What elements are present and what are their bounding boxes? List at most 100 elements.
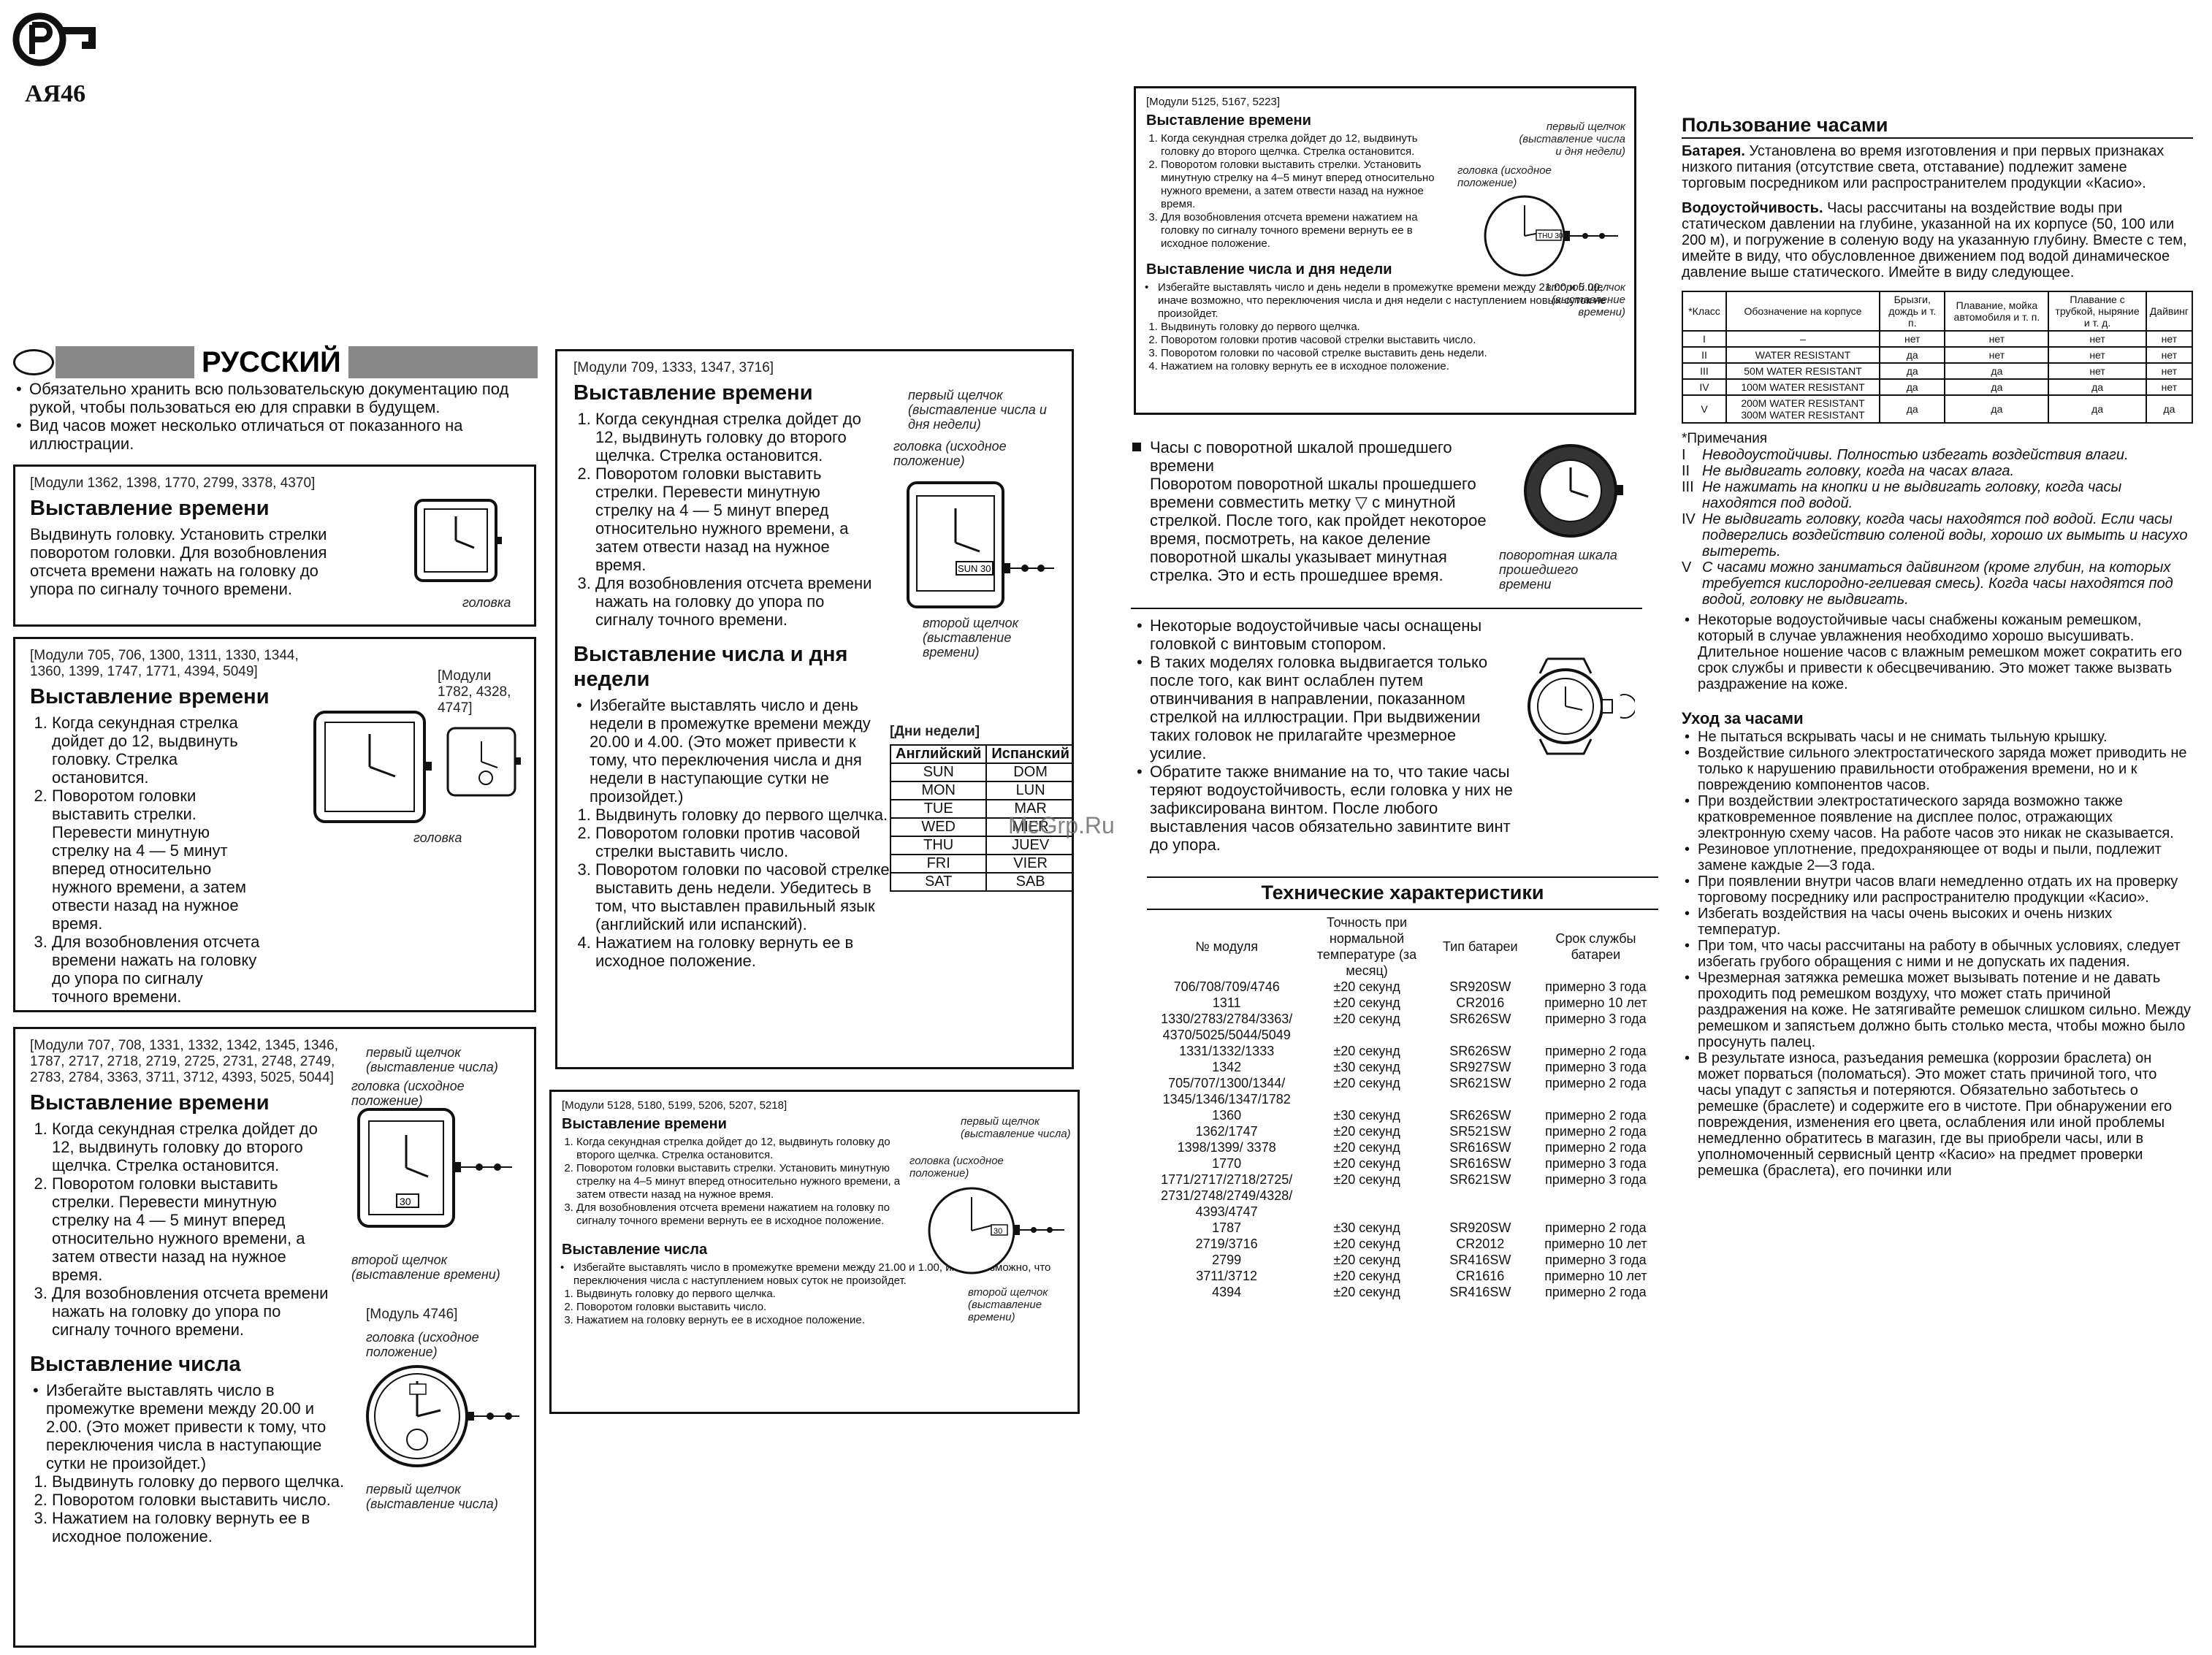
spec-cell: CR2016	[1456, 995, 1505, 1010]
step: Поворотом головки выставить число.	[52, 1491, 351, 1509]
spec-cell: примерно 3 года	[1545, 1253, 1647, 1267]
spec-cell: примерно 3 года	[1545, 1060, 1647, 1074]
step: Нажатием на головку вернуть ее в исходно…	[1161, 360, 1628, 373]
spec-cell: ±20 секунд	[1333, 1140, 1400, 1155]
second-click-caption: второй щелчок (выставление времени)	[351, 1253, 500, 1282]
step: Поворотом головки выставить стрелки. Уст…	[1161, 158, 1453, 211]
class-cell: да	[1878, 378, 1946, 396]
screw-crown-list: Некоторые водоустойчивые часы оснащены г…	[1131, 616, 1515, 854]
spec-cell: ±20 секунд	[1333, 1012, 1400, 1026]
warning-list: Избегайте выставлять число в промежутке …	[560, 1261, 1056, 1288]
warning-item: Избегайте выставлять число и день недели…	[1145, 281, 1625, 321]
note-item: IV Не выдвигать головку, когда часы наход…	[1682, 511, 2193, 559]
round-subdial-watch-icon	[366, 1365, 519, 1467]
spec-cell: SR416SW	[1449, 1285, 1511, 1299]
note-text: Не выдвигать головку, когда на часах вла…	[1702, 463, 2015, 479]
round-day-date-watch-icon: THU 30	[1484, 195, 1618, 277]
spec-cell: примерно 2 года	[1545, 1108, 1647, 1123]
specs-title: Технические характеристики	[1261, 882, 1544, 903]
step: Когда секундная стрелка дойдет до 12, вы…	[52, 714, 264, 787]
class-cell: 200M WATER RESISTANT 300M WATER RESISTAN…	[1725, 394, 1880, 424]
step: Когда секундная стрелка дойдет до 12, вы…	[576, 1136, 905, 1162]
spec-cell: 706/708/709/4746	[1173, 979, 1280, 994]
note-text: Не нажимать на кнопки и не выдвигать гол…	[1702, 479, 2122, 511]
note-text: Не выдвигать головку, когда часы находят…	[1702, 511, 2188, 559]
section-heading: Выставление времени	[573, 381, 813, 405]
module-list: [Модули 707, 708, 1331, 1332, 1342, 1345…	[30, 1038, 338, 1085]
spec-cell: ±20 секунд	[1333, 1076, 1400, 1090]
spec-cell: ±20 секунд	[1333, 1172, 1400, 1187]
step: Для возобновления отсчета времени нажать…	[52, 933, 264, 1006]
care-list: Не пытаться вскрывать часы и не снимать …	[1682, 729, 2193, 1179]
module-list: [Модули 5125, 5167, 5223]	[1146, 96, 1281, 108]
spec-cell: SR621SW	[1449, 1076, 1511, 1090]
spec-cell: примерно 2 года	[1545, 1220, 1647, 1235]
spec-cell: SR920SW	[1449, 1220, 1511, 1235]
spec-cell: ±20 секунд	[1333, 1237, 1400, 1251]
step: Выдвинуть головку до первого щелчка.	[1161, 321, 1628, 334]
spec-cell: SR626SW	[1449, 1108, 1511, 1123]
step: Поворотом головки по часовой стрелке выс…	[595, 860, 895, 933]
spec-cell: 1360	[1212, 1108, 1242, 1123]
spec-cell: 2719/3716	[1195, 1237, 1258, 1251]
steps-list-date: Выдвинуть головку до первого щелчка. Пов…	[573, 806, 895, 970]
step: Нажатием на головку вернуть ее в исходно…	[595, 933, 895, 970]
crown-caption: головка	[462, 595, 511, 610]
spec-cell: 1398/1399/ 3378	[1177, 1140, 1276, 1155]
care-item: При воздействии электростатического заря…	[1685, 793, 2193, 841]
spec-cell: примерно 2 года	[1545, 1076, 1647, 1090]
round-date-watch-icon: 30	[928, 1187, 1064, 1274]
care-item: При том, что часы рассчитаны на работу в…	[1685, 938, 2193, 970]
screw-crown-section: Некоторые водоустойчивые часы оснащены г…	[1131, 616, 1642, 854]
language-title: РУССКИЙ	[194, 346, 348, 378]
note-item: III Не нажимать на кнопки и не выдвигать …	[1682, 479, 2193, 511]
col-accuracy: Точность при нормальной температуре (за …	[1316, 915, 1417, 978]
care-item: Чрезмерная затяжка ремешка может вызыват…	[1685, 970, 2193, 1050]
step: Поворотом головки выставить стрелки. Пер…	[52, 787, 264, 933]
small-rst-logo-icon	[13, 349, 54, 375]
second-click-caption: второй щелчок (выставление времени)	[968, 1286, 1048, 1323]
steps-list-date: Выдвинуть головку до первого щелчка. Пов…	[562, 1288, 1059, 1327]
class-cell: да	[2048, 394, 2147, 424]
note-class: IV	[1682, 511, 1696, 527]
spec-cell: CR2012	[1456, 1237, 1505, 1251]
note-class: III	[1682, 479, 1694, 495]
rst-logo-icon	[12, 12, 96, 66]
box-modules-707: [Модули 707, 708, 1331, 1332, 1342, 1345…	[13, 1027, 536, 1648]
water-paragraph: Водоустойчивость. Часы рассчитаны на воз…	[1682, 200, 2187, 280]
steps-list-date: Выдвинуть головку до первого щелчка. Пов…	[30, 1472, 351, 1545]
intro-item: Вид часов может несколько отличаться от …	[16, 416, 533, 453]
care-item: Не пытаться вскрывать часы и не снимать …	[1685, 729, 2193, 745]
class-cell: V	[1682, 394, 1727, 424]
spec-cell: ±20 секунд	[1333, 1285, 1400, 1299]
specs-section: Технические характеристики № модуля Точн…	[1147, 876, 1658, 1300]
spec-cell: примерно 2 года	[1545, 1285, 1647, 1299]
step: Поворотом головки выставить число.	[576, 1301, 1059, 1314]
weekday-table-title: [Дни недели]	[890, 724, 980, 739]
module-4746: [Модуль 4746]	[366, 1307, 458, 1322]
section-heading: Выставление времени	[30, 1091, 270, 1115]
spec-cell: ±20 секунд	[1333, 1124, 1400, 1139]
divider	[1147, 876, 1658, 878]
class-cell: нет	[2048, 346, 2147, 364]
spec-cell: примерно 3 года	[1545, 1156, 1647, 1171]
note-class: I	[1682, 447, 1686, 463]
step: Когда секундная стрелка дойдет до 12, вы…	[595, 410, 880, 465]
class-cell: WATER RESISTANT	[1725, 346, 1880, 364]
class-cell: –	[1725, 330, 1880, 348]
care-title: Уход за часами	[1682, 709, 1804, 727]
warning-list: Избегайте выставлять число и день недели…	[1145, 281, 1625, 321]
screw-item: Некоторые водоустойчивые часы оснащены г…	[1137, 616, 1515, 653]
class-cell: да	[1944, 378, 2050, 396]
day-date-watch-icon: SUN 30	[907, 481, 1054, 608]
spec-cell: примерно 2 года	[1545, 1124, 1647, 1139]
